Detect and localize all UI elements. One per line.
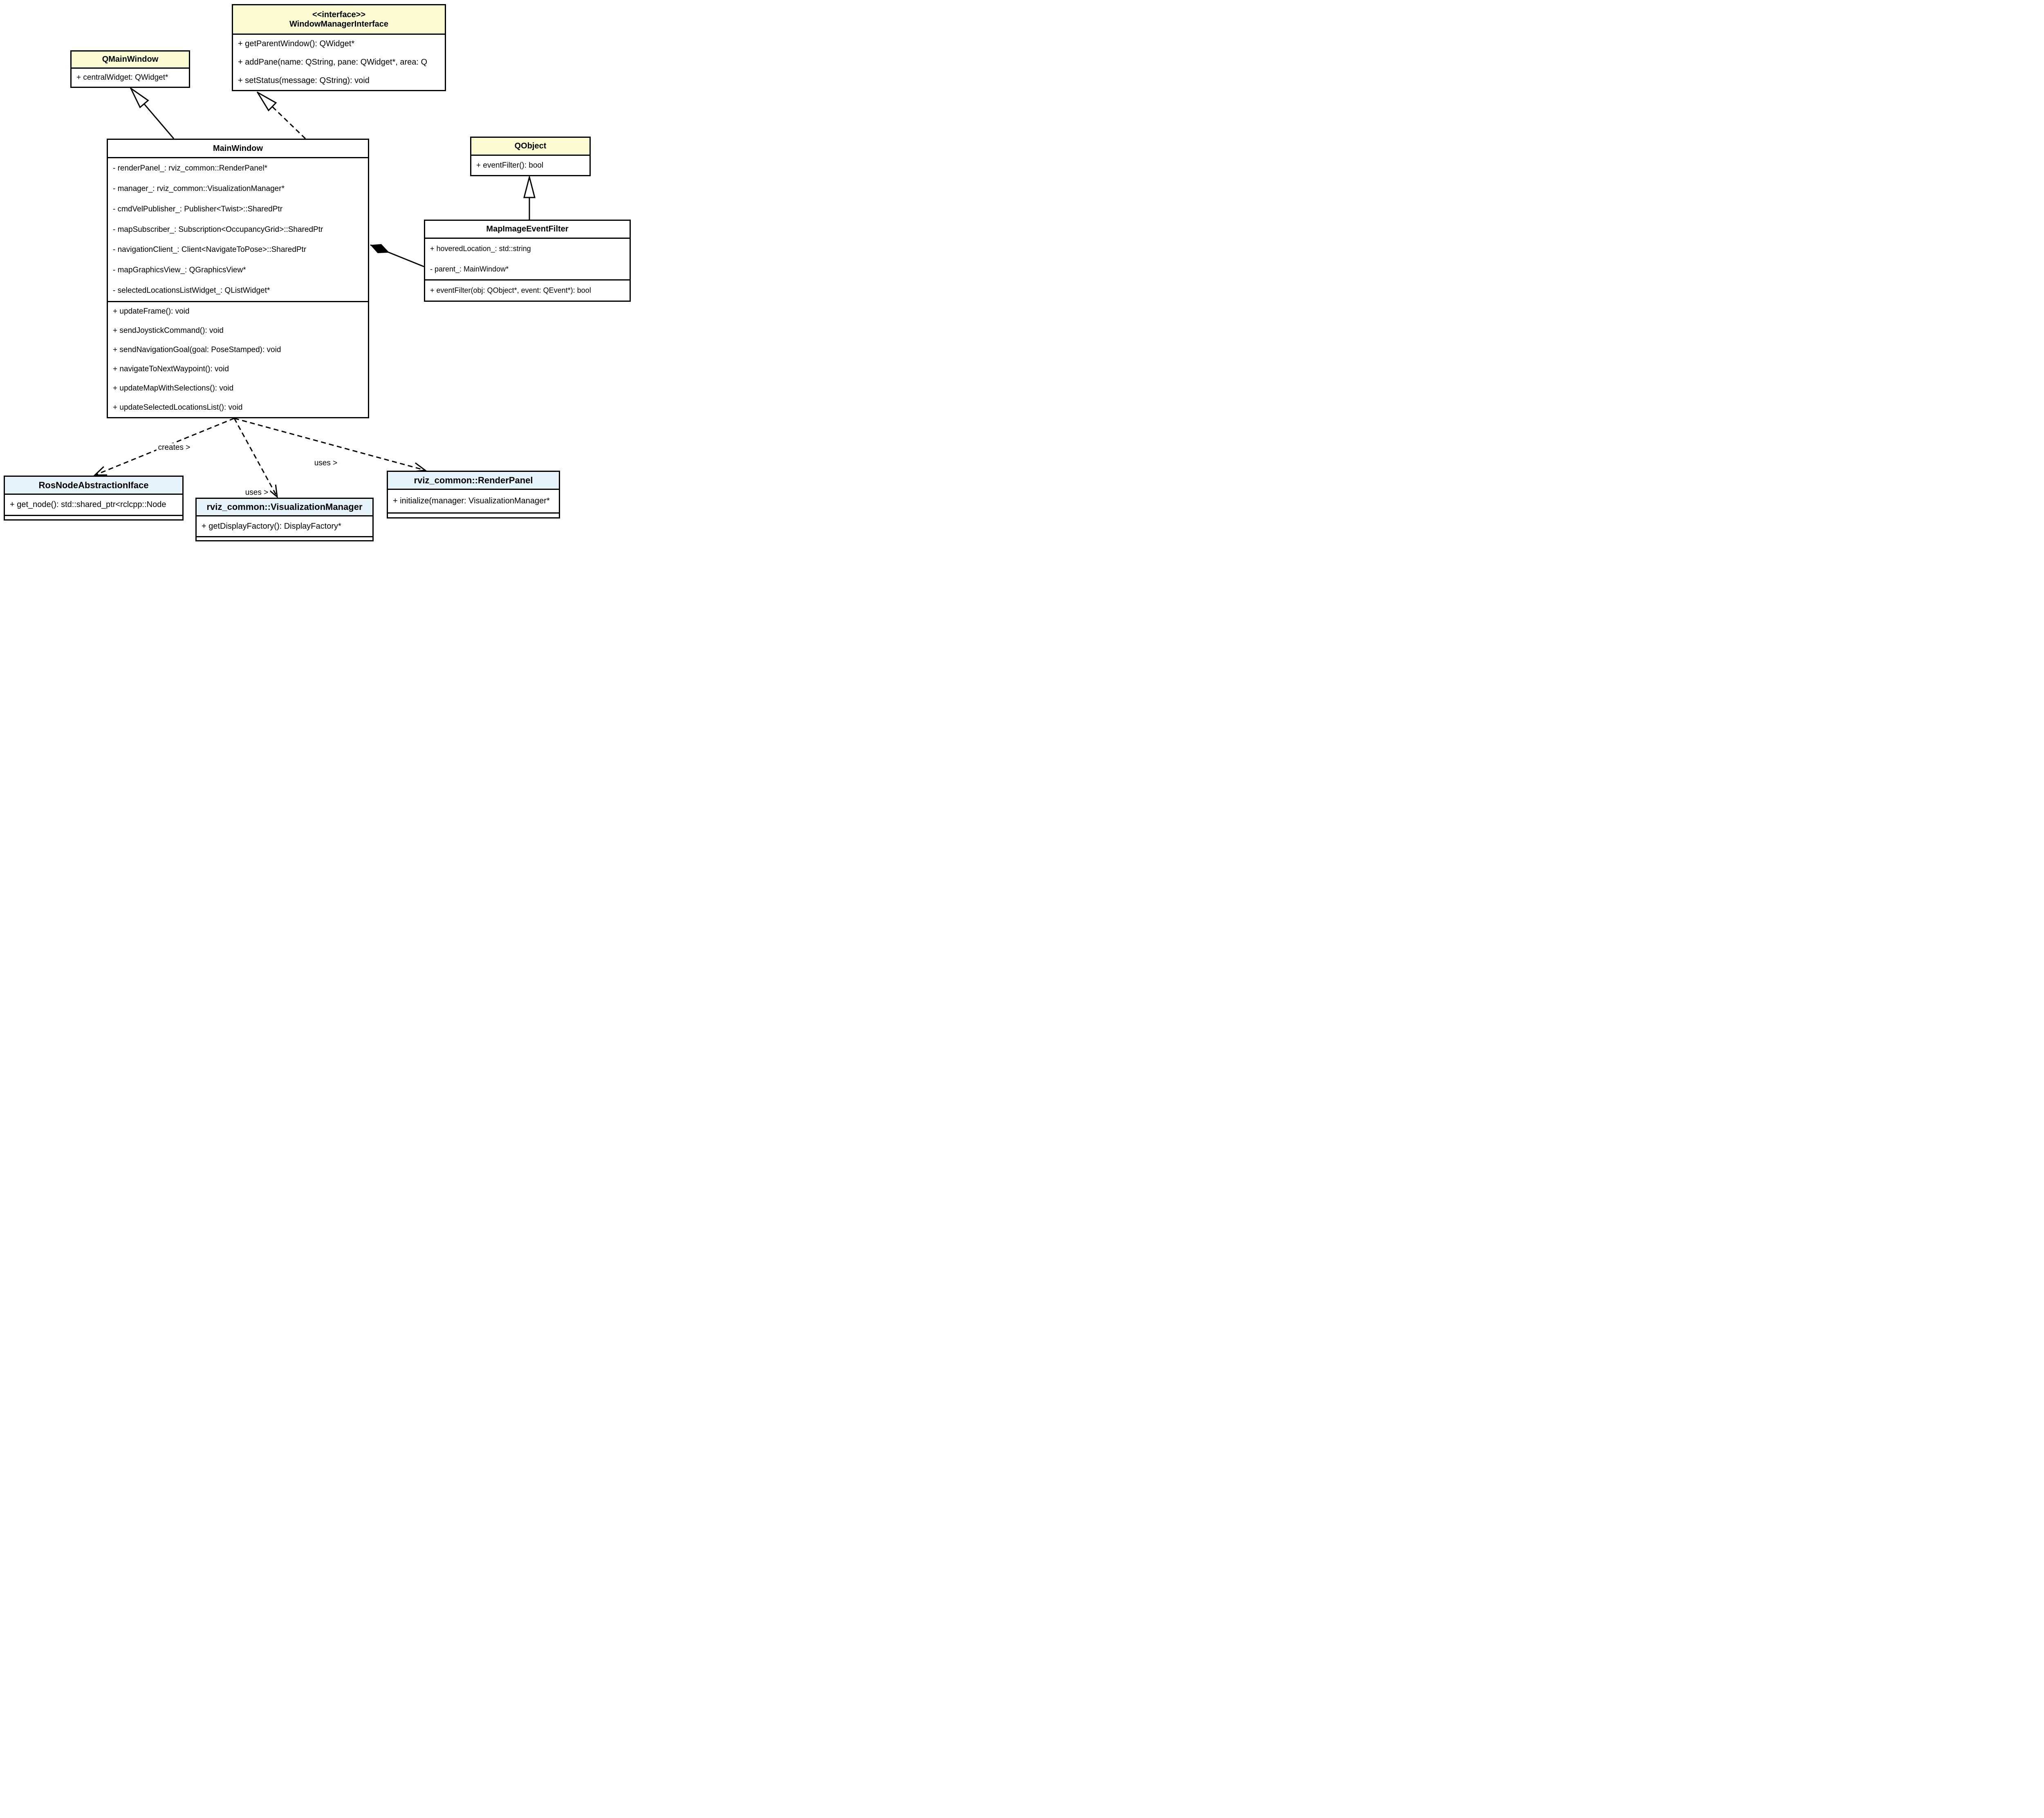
methods-compartment: + eventFilter(obj: QObject*, event: QEve…	[425, 281, 630, 301]
dependency-uses-renderpanel	[234, 417, 427, 472]
method-row: + navigateToNextWaypoint(): void	[113, 364, 229, 373]
dependency-uses-visualizationmanager	[233, 418, 278, 498]
class-title-qobject: QObject	[471, 138, 589, 156]
inheritance-mainwindow-to-qmainwindow	[131, 88, 175, 139]
method-row: + updateMapWithSelections(): void	[113, 384, 234, 393]
class-title-mainwindow: MainWindow	[108, 140, 368, 158]
attribute-row: - mapGraphicsView_: QGraphicsView*	[113, 266, 246, 275]
attribute-row: - parent_: MainWindow*	[430, 265, 509, 273]
stereotype-label: <<interface>>	[312, 10, 366, 19]
method-row: + get_node(): std::shared_ptr<rclcpp::No…	[10, 500, 166, 509]
class-box-windowmanagerinterface: <<interface>> WindowManagerInterface + g…	[232, 4, 446, 91]
attribute-row: - navigationClient_: Client<NavigateToPo…	[113, 245, 307, 254]
method-row: + sendJoystickCommand(): void	[113, 326, 224, 335]
class-box-renderpanel: rviz_common::RenderPanel + initialize(ma…	[387, 471, 560, 518]
class-title-visualizationmanager: rviz_common::VisualizationManager	[197, 499, 372, 516]
empty-compartment	[197, 537, 372, 540]
method-row: + eventFilter(): bool	[476, 161, 544, 170]
attributes-compartment: + hoveredLocation_: std::string - parent…	[425, 239, 630, 281]
attributes-compartment: - renderPanel_: rviz_common::RenderPanel…	[108, 158, 368, 302]
method-row: + updateSelectedLocationsList(): void	[113, 403, 243, 412]
class-title-rosnodeabstractioniface: RosNodeAbstractionIface	[5, 477, 182, 495]
class-box-rosnodeabstractioniface: RosNodeAbstractionIface + get_node(): st…	[4, 476, 184, 521]
attributes-compartment: + centralWidget: QWidget*	[72, 69, 189, 87]
attribute-row: - mapSubscriber_: Subscription<Occupancy…	[113, 225, 323, 234]
method-row: + setStatus(message: QString): void	[238, 76, 370, 85]
method-row: + initialize(manager: VisualizationManag…	[393, 496, 550, 505]
methods-compartment: + initialize(manager: VisualizationManag…	[388, 490, 559, 514]
method-row: + getDisplayFactory(): DisplayFactory*	[202, 521, 341, 531]
method-row: + getParentWindow(): QWidget*	[238, 39, 355, 48]
methods-compartment: + getDisplayFactory(): DisplayFactory*	[197, 516, 372, 537]
methods-compartment: + updateFrame(): void + sendJoystickComm…	[108, 302, 368, 417]
method-row: + sendNavigationGoal(goal: PoseStamped):…	[113, 346, 281, 355]
edge-label-uses-visualizationmanager: uses >	[243, 488, 270, 497]
attribute-row: - selectedLocationsListWidget_: QListWid…	[113, 286, 270, 295]
class-box-mapimageeventfilter: MapImageEventFilter + hoveredLocation_: …	[424, 220, 631, 302]
class-box-qmainwindow: QMainWindow + centralWidget: QWidget*	[70, 50, 190, 88]
class-box-qobject: QObject + eventFilter(): bool	[470, 137, 591, 176]
empty-compartment	[5, 516, 182, 519]
method-row: + addPane(name: QString, pane: QWidget*,…	[238, 58, 428, 67]
method-row: + eventFilter(obj: QObject*, event: QEve…	[430, 286, 591, 294]
realization-mainwindow-to-windowmanagerinterface	[258, 92, 306, 139]
edge-label-uses-renderpanel: uses >	[312, 459, 339, 468]
composition-mainwindow-mapimageeventfilter	[370, 244, 424, 267]
methods-compartment: + get_node(): std::shared_ptr<rclcpp::No…	[5, 495, 182, 516]
methods-compartment: + getParentWindow(): QWidget* + addPane(…	[233, 35, 445, 90]
class-box-mainwindow: MainWindow - renderPanel_: rviz_common::…	[107, 139, 369, 418]
class-title-qmainwindow: QMainWindow	[72, 52, 189, 69]
class-title-windowmanagerinterface: <<interface>> WindowManagerInterface	[233, 5, 445, 35]
class-title-renderpanel: rviz_common::RenderPanel	[388, 472, 559, 490]
attribute-row: - renderPanel_: rviz_common::RenderPanel…	[113, 164, 268, 173]
edge-label-creates: creates >	[156, 443, 192, 452]
attribute-row: - cmdVelPublisher_: Publisher<Twist>::Sh…	[113, 204, 283, 213]
class-title-mapimageeventfilter: MapImageEventFilter	[425, 221, 630, 239]
class-name-label: WindowManagerInterface	[289, 19, 389, 29]
class-box-visualizationmanager: rviz_common::VisualizationManager + getD…	[195, 498, 374, 541]
attribute-row: + hoveredLocation_: std::string	[430, 245, 531, 253]
methods-compartment: + eventFilter(): bool	[471, 156, 589, 175]
attribute-row: - manager_: rviz_common::VisualizationMa…	[113, 184, 285, 193]
method-row: + updateFrame(): void	[113, 307, 190, 316]
attribute-row: + centralWidget: QWidget*	[76, 73, 168, 82]
uml-class-diagram: QMainWindow + centralWidget: QWidget* <<…	[0, 0, 634, 545]
empty-compartment	[388, 514, 559, 517]
